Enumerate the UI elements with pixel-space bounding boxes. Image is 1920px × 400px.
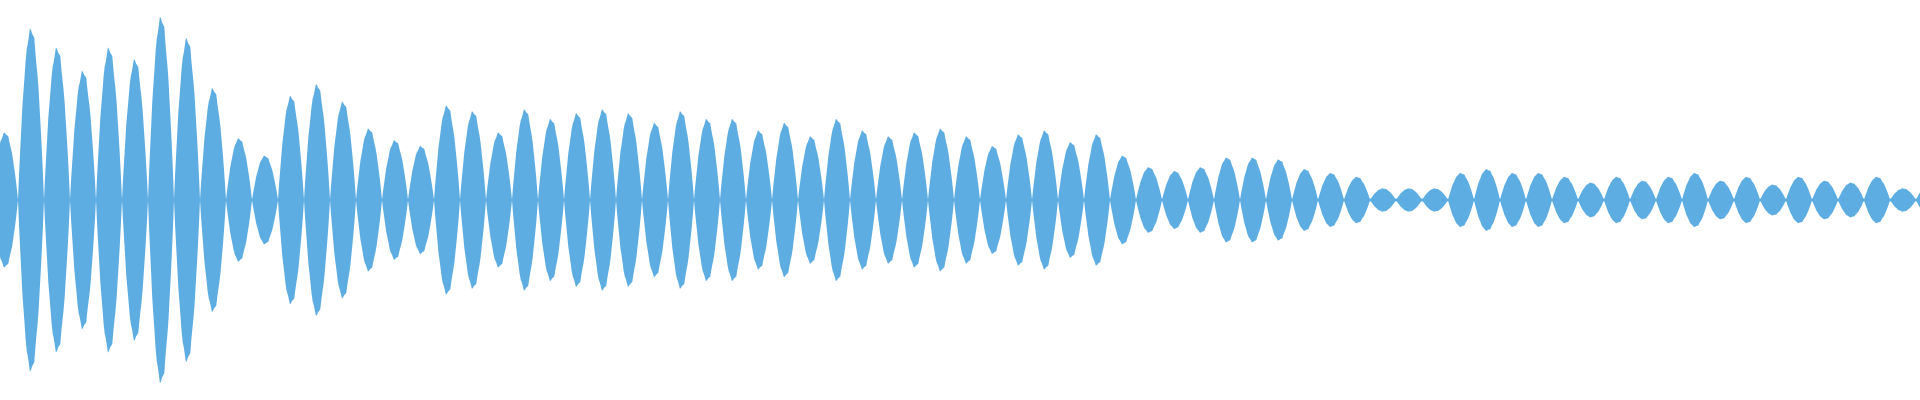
waveform-chart	[0, 16, 1920, 384]
